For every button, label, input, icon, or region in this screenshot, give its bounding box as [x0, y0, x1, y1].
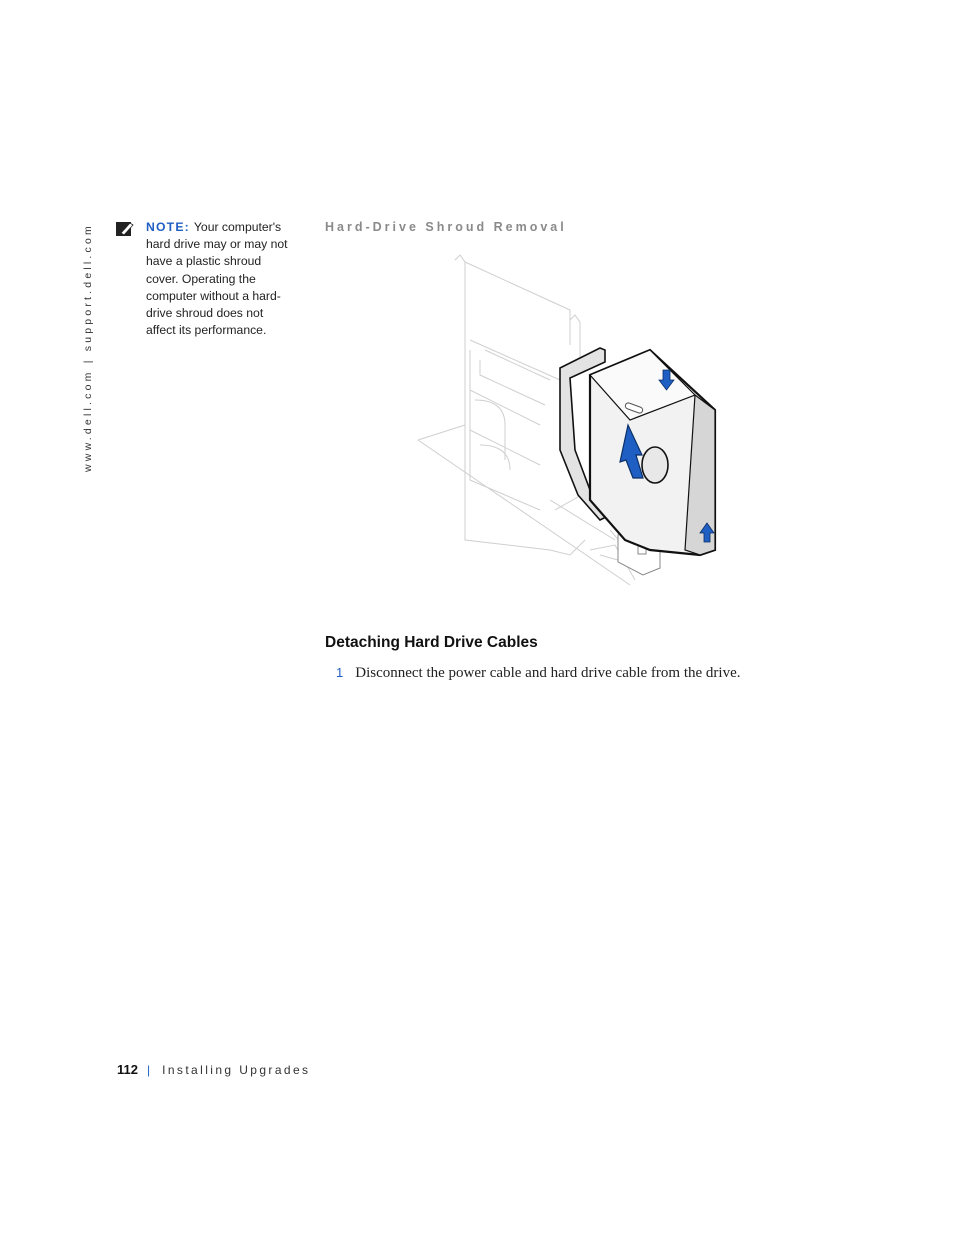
step-item: 1 Disconnect the power cable and hard dri… [336, 664, 741, 682]
sidebar-url: www.dell.com | support.dell.com [82, 222, 102, 472]
page-number: 112 [117, 1062, 138, 1077]
note-label: NOTE: [146, 220, 190, 234]
footer-separator: | [146, 1063, 151, 1077]
note-text: Your computer's hard drive may or may no… [146, 220, 288, 338]
note-block: NOTE:Your computer's hard drive may or m… [146, 219, 296, 339]
figure-caption: Hard-Drive Shroud Removal [325, 220, 567, 234]
hard-drive-shroud-illustration [410, 250, 730, 595]
note-pencil-icon [115, 220, 135, 238]
page-footer: 112 | Installing Upgrades [117, 1062, 310, 1077]
sidebar-url-text: www.dell.com | support.dell.com [82, 223, 94, 472]
step-number: 1 [336, 665, 344, 680]
footer-section-title: Installing Upgrades [162, 1063, 311, 1077]
section-heading: Detaching Hard Drive Cables [325, 634, 538, 651]
step-text: Disconnect the power cable and hard driv… [355, 665, 741, 681]
